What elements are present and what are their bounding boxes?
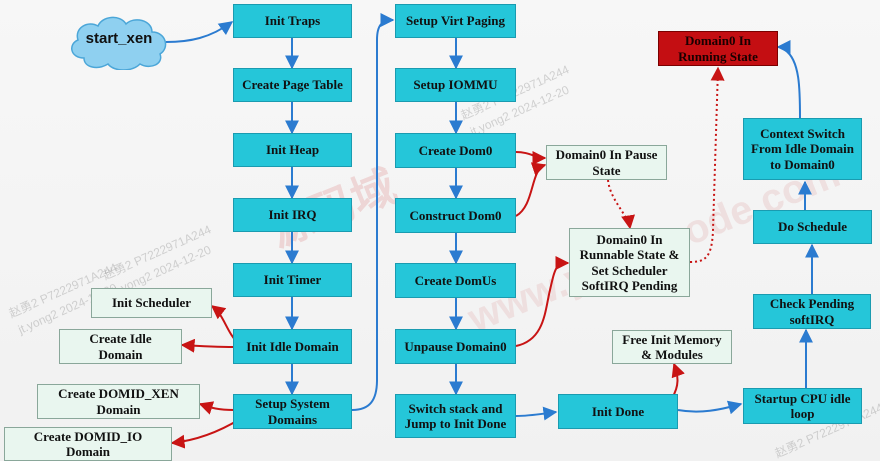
arrow-unpause-to-runnable [515, 256, 570, 347]
box-init-idle-domain: Init Idle Domain [233, 329, 352, 364]
arrow-runnable-to-running-dotted [689, 66, 725, 263]
arrow-to-create-idle-domain [180, 338, 235, 353]
arrow-start-to-init-traps [165, 21, 234, 43]
box-context-switch: Context Switch From Idle Domain to Domai… [743, 118, 862, 180]
box-domain0-runnable-state: Domain0 In Runnable State & Set Schedule… [569, 228, 690, 297]
box-init-scheduler: Init Scheduler [91, 288, 212, 318]
box-domain0-pause-state: Domain0 In Pause State [546, 145, 667, 180]
box-init-traps: Init Traps [233, 4, 352, 38]
box-create-page-table: Create Page Table [233, 68, 352, 102]
box-check-pending-softirq: Check Pending softIRQ [753, 294, 871, 329]
box-create-dom0: Create Dom0 [395, 133, 516, 168]
box-create-domus: Create DomUs [395, 263, 516, 298]
arrow-init-done-to-startup-idle [677, 400, 743, 415]
box-construct-dom0: Construct Dom0 [395, 198, 516, 233]
box-startup-cpu-idle-loop: Startup CPU idle loop [743, 388, 862, 424]
box-create-domid-io: Create DOMID_IO Domain [4, 427, 172, 461]
box-init-heap: Init Heap [233, 133, 352, 167]
box-free-init-memory: Free Init Memory & Modules [612, 330, 732, 364]
arrow-construct-dom0-to-pause [515, 162, 547, 217]
box-switch-stack: Switch stack and Jump to Init Done [395, 394, 516, 438]
box-do-schedule: Do Schedule [753, 210, 872, 244]
box-setup-virt-paging: Setup Virt Paging [395, 4, 516, 38]
box-domain0-running-state: Domain0 In Running State [658, 31, 778, 66]
box-init-done: Init Done [558, 394, 678, 429]
arrow-to-create-domid-xen [198, 401, 235, 415]
box-unpause-domain0: Unpause Domain0 [395, 329, 516, 364]
arrow-init-done-to-free-mem [671, 362, 685, 399]
start-cloud-icon [71, 16, 167, 70]
box-setup-iommu: Setup IOMMU [395, 68, 516, 102]
box-init-timer: Init Timer [233, 263, 352, 297]
watermark-stamp-5: 赵勇2 P7222971A244 [100, 222, 214, 283]
start-label: start_xen [85, 30, 153, 47]
arrow-to-create-domid-io [170, 418, 241, 449]
arrow-context-switch-to-running [776, 40, 801, 119]
box-setup-system-domains: Setup System Domains [233, 394, 352, 429]
arrow-create-dom0-to-pause [515, 150, 547, 165]
arrow-setup-system-domains-to-setup-virt-paging [351, 13, 395, 411]
arrow-pause-to-runnable-dotted [607, 179, 635, 230]
box-init-irq: Init IRQ [233, 198, 352, 232]
box-create-domid-xen: Create DOMID_XEN Domain [37, 384, 200, 419]
arrow-switch-stack-to-init-done [515, 406, 558, 421]
box-create-idle-domain: Create Idle Domain [59, 329, 182, 364]
